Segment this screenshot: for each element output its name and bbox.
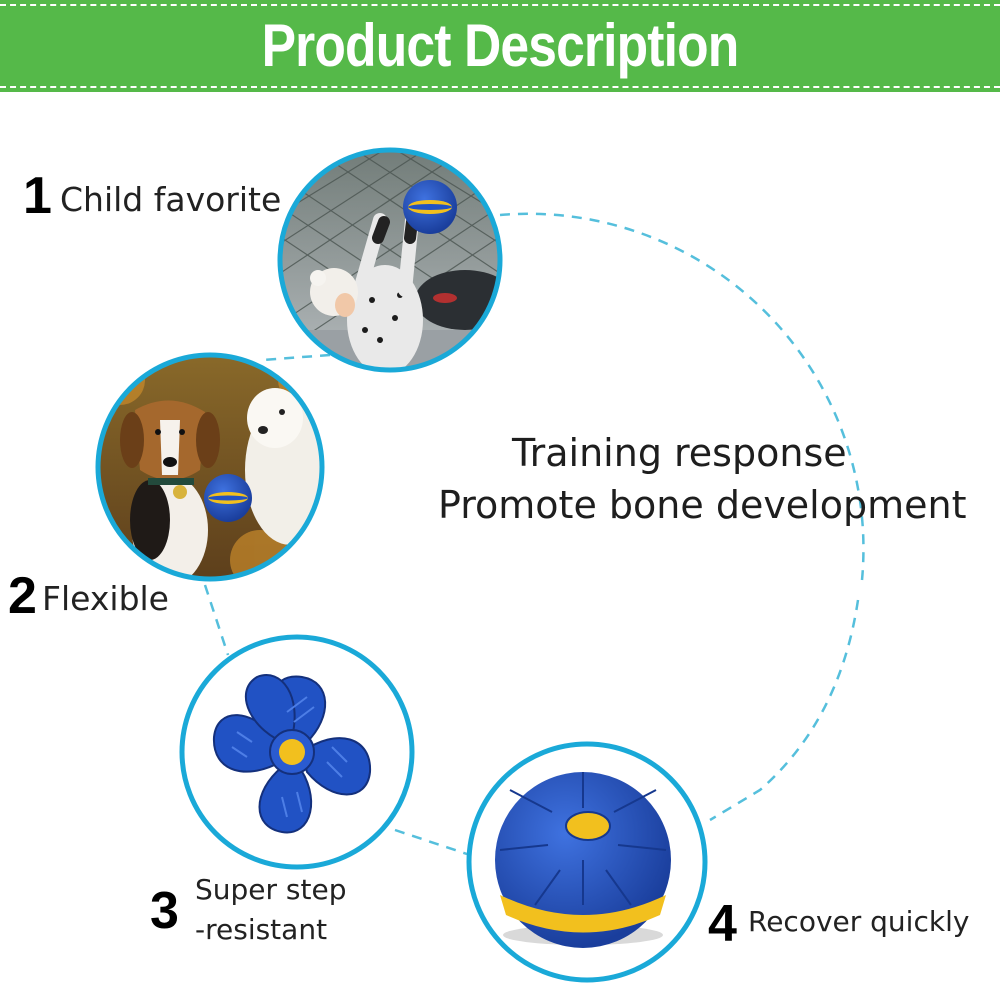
- dogs-with-ball-photo: [98, 355, 322, 579]
- open-flower-ball-photo: [182, 637, 412, 867]
- photo4-ring: [466, 741, 708, 983]
- feature-2-label: Flexible: [42, 579, 169, 618]
- center-text-line2: Promote bone development: [438, 483, 967, 527]
- feature-3-label-line2: -resistant: [195, 913, 328, 946]
- photo3-ring: [179, 634, 415, 870]
- feature-1-number: 1: [23, 167, 52, 225]
- feature-3-number: 3: [150, 882, 179, 940]
- closed-ball-photo: [469, 744, 705, 980]
- center-text-line1: Training response: [512, 431, 847, 475]
- feature-2-number: 2: [8, 567, 37, 625]
- banner-top-stitch: [0, 4, 1000, 6]
- photo1-ring: [277, 147, 503, 373]
- feature-4-number: 4: [708, 895, 737, 953]
- banner-bottom-stitch: [0, 86, 1000, 88]
- photo2-ring: [95, 352, 325, 582]
- feature-4-label: Recover quickly: [748, 905, 970, 938]
- child-catching-ball-photo: [280, 150, 500, 370]
- banner-title: Product Description: [261, 12, 740, 79]
- feature-1-label: Child favorite: [60, 180, 282, 219]
- dashed-cycle-path: [203, 212, 865, 857]
- feature-3-label-line1: Super step: [195, 873, 347, 906]
- header-banner: Product Description: [0, 0, 1000, 92]
